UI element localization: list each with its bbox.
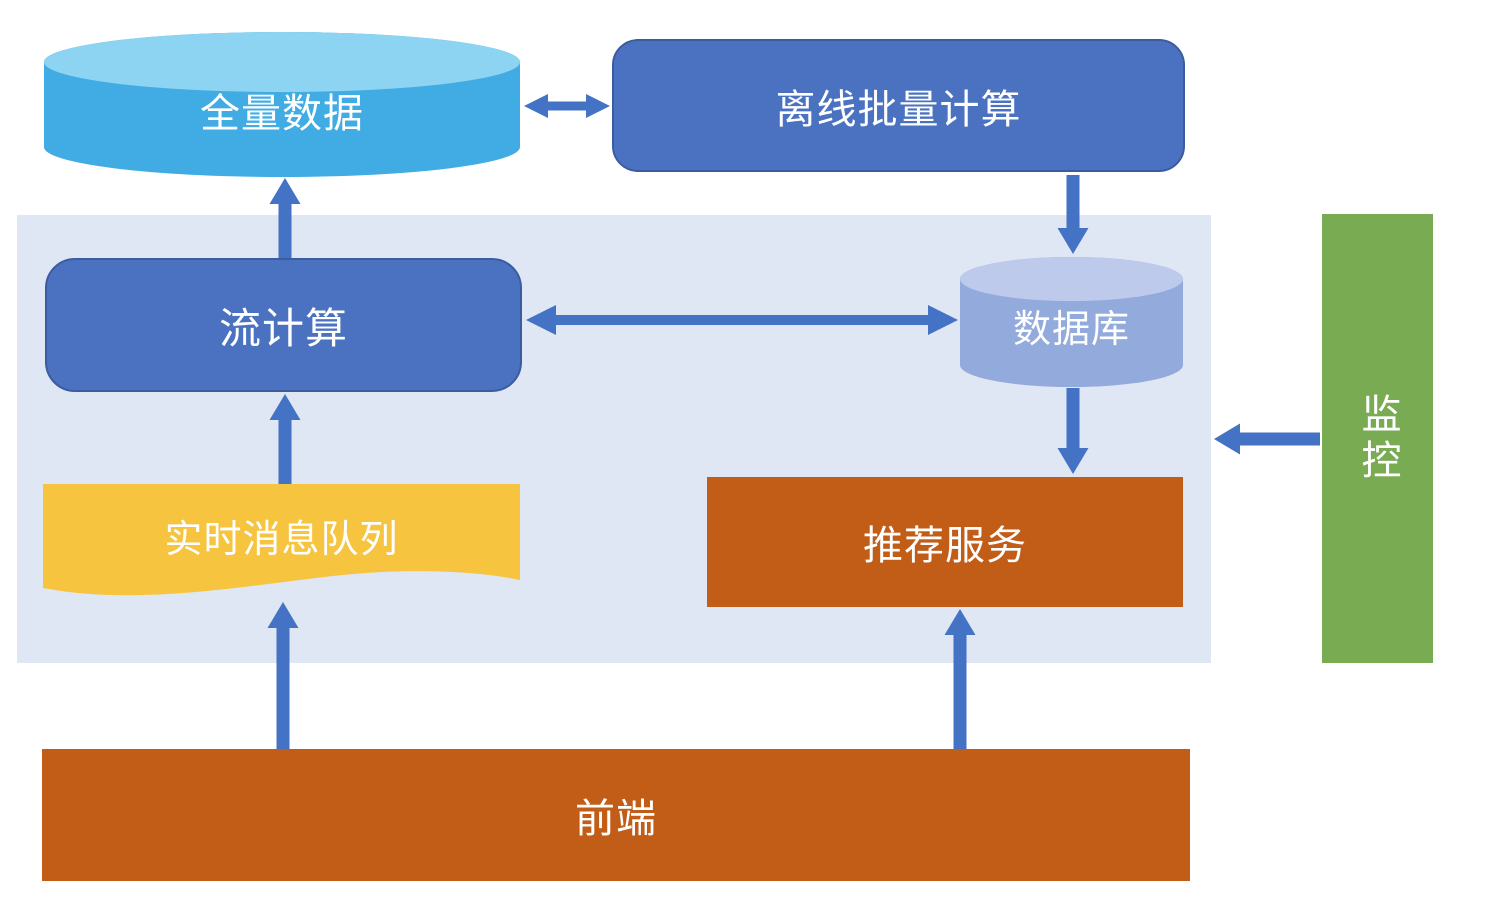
arrow-fulldata-offline-bidirectional [524,94,610,118]
node-label-full-data: 全量数据 [200,91,364,136]
node-label-stream-compute: 流计算 [218,304,348,352]
node-full-data: 全量数据 [44,32,520,177]
arrow-monitoring-to-panel [1214,423,1320,455]
node-recommend-service: 推荐服务 [707,477,1183,607]
node-label-offline-batch: 离线批量计算 [775,87,1022,132]
node-realtime-queue: 实时消息队列 [43,484,520,612]
node-frontend: 前端 [42,749,1190,881]
node-label-realtime-queue: 实时消息队列 [164,519,399,561]
node-offline-batch: 离线批量计算 [612,39,1185,172]
cylinder-shape [960,257,1183,387]
node-database: 数据库 [960,257,1183,387]
node-label-recommend-service: 推荐服务 [863,524,1027,568]
node-stream-compute: 流计算 [45,258,522,392]
node-label-database: 数据库 [1012,308,1130,351]
cylinder-shape [44,32,520,177]
node-label-monitoring: 监控 [1355,392,1400,485]
node-label-frontend: 前端 [575,797,657,841]
document-wave-shape [43,484,520,596]
node-monitoring: 监控 [1322,214,1433,663]
